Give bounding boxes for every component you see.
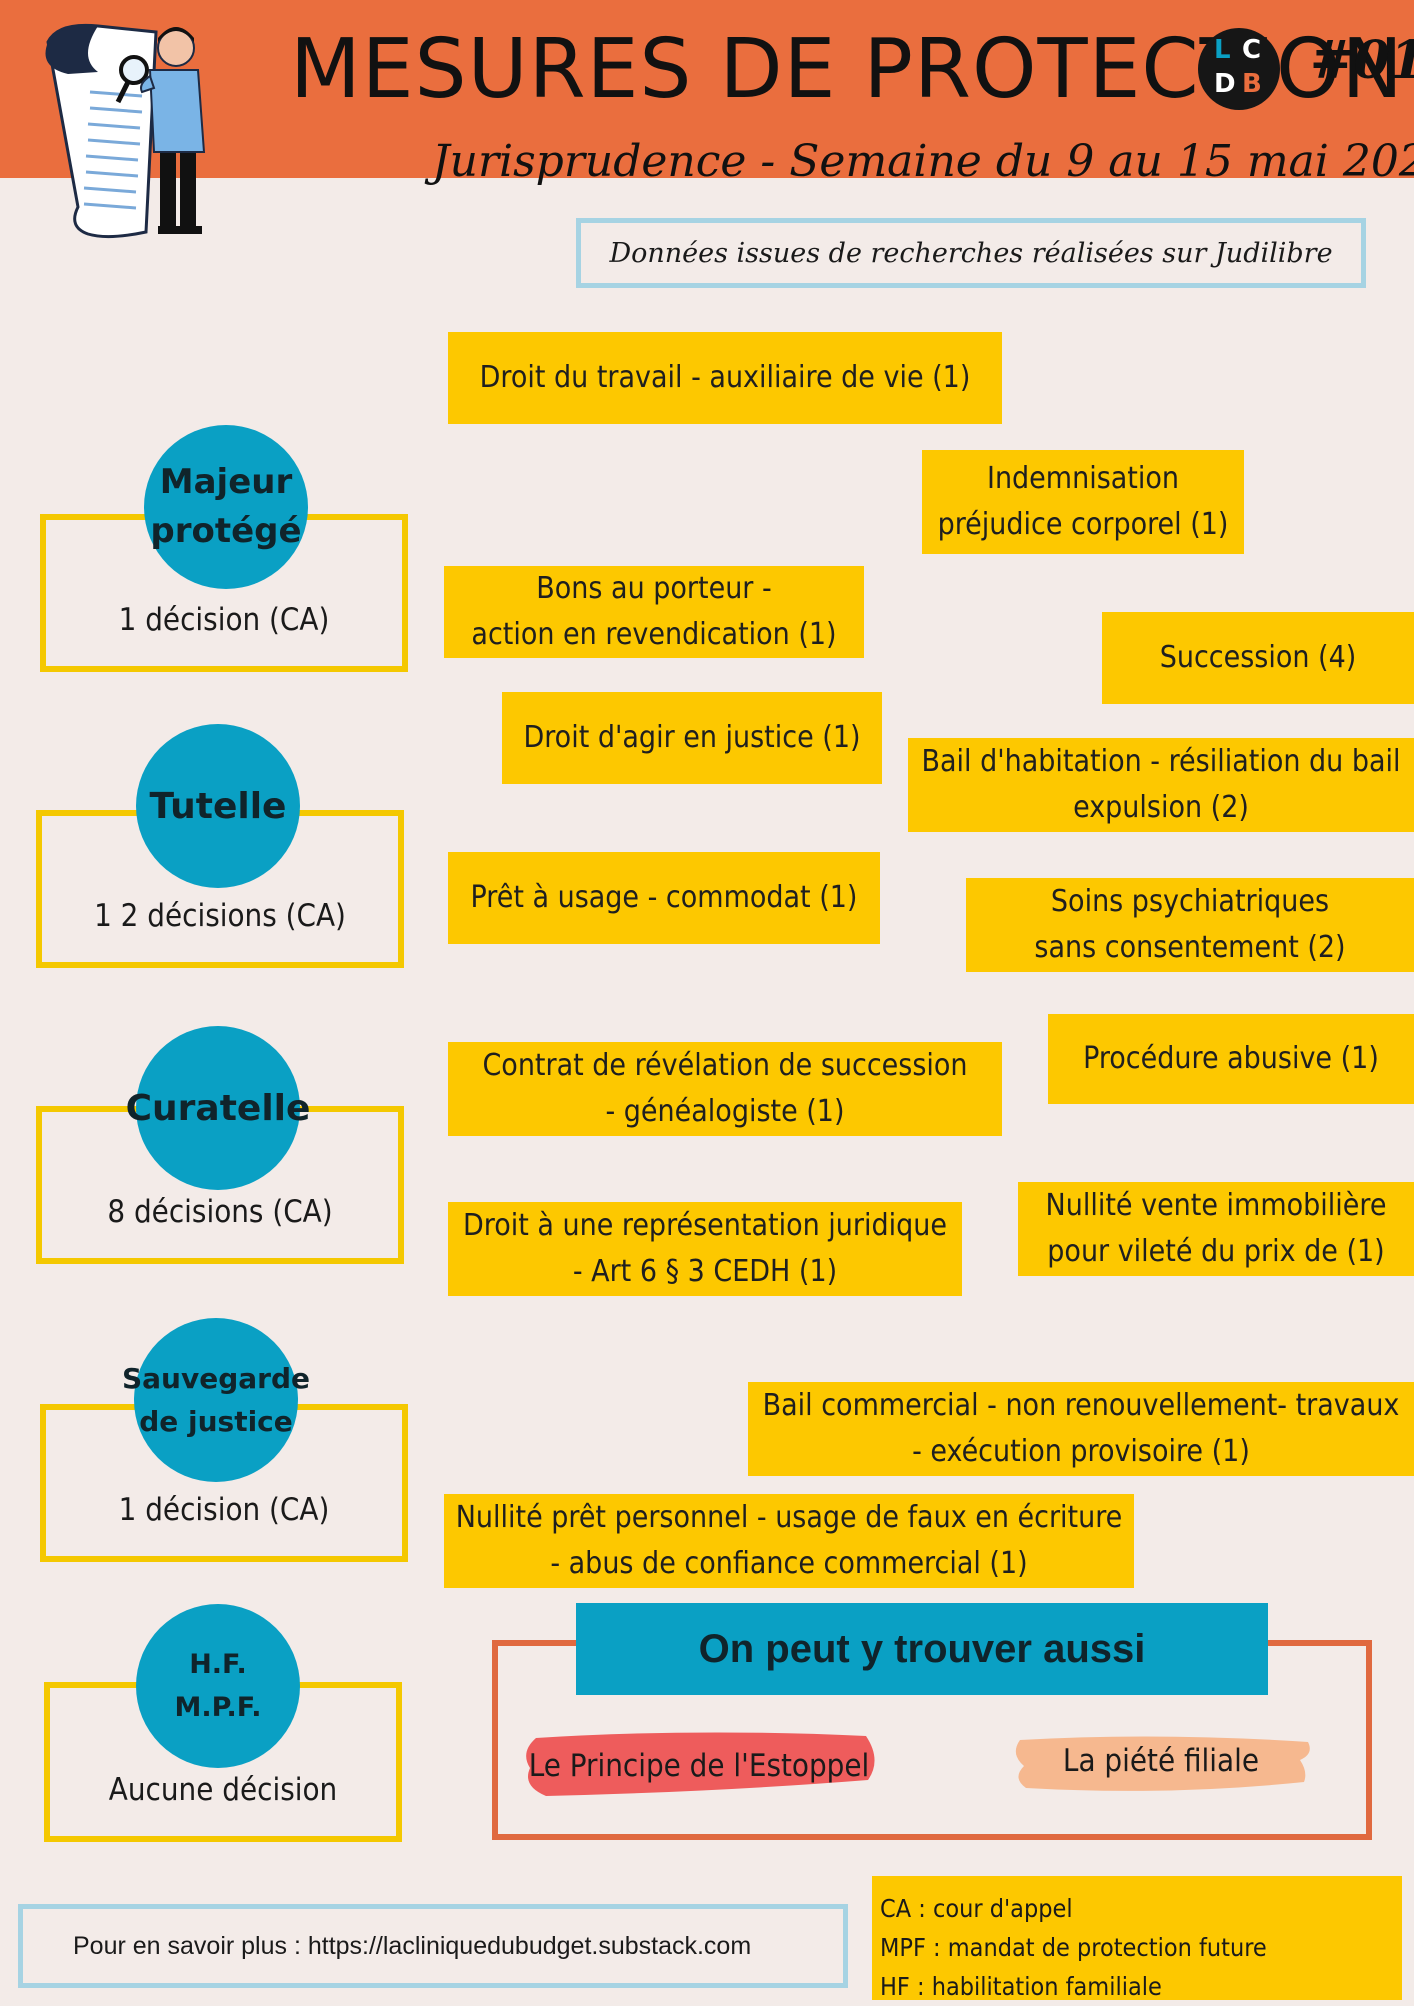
topic-line: action en revendication (1) bbox=[444, 612, 864, 659]
topic-line: Bons au porteur - bbox=[444, 566, 864, 613]
measure-count: 1 décision (CA) bbox=[119, 602, 330, 638]
topic-line: pour vileté du prix de (1) bbox=[1018, 1229, 1414, 1276]
legend-box: CA : cour d'appel MPF : mandat de protec… bbox=[872, 1876, 1402, 2000]
legend-item: MPF : mandat de protection future bbox=[880, 1929, 1392, 1968]
topic-tag: Bail d'habitation - résiliation du bail … bbox=[908, 738, 1414, 832]
topic-tag: Nullité vente immobilière pour vileté du… bbox=[1018, 1182, 1414, 1276]
topic-line: Succession (4) bbox=[1102, 635, 1414, 682]
topic-tag: Soins psychiatriques sans consentement (… bbox=[966, 878, 1414, 972]
measure-count: 1 2 décisions (CA) bbox=[94, 898, 346, 934]
legend-item: CA : cour d'appel bbox=[880, 1890, 1392, 1929]
issue-number: #01 bbox=[1310, 30, 1414, 91]
also-title: On peut y trouver aussi bbox=[576, 1603, 1268, 1695]
topic-line: Droit à une représentation juridique bbox=[448, 1203, 962, 1250]
topic-line: expulsion (2) bbox=[908, 785, 1414, 832]
logo-letter-c: C bbox=[1242, 35, 1261, 65]
topic-line: Nullité prêt personnel - usage de faux e… bbox=[444, 1495, 1134, 1542]
measure-label: M.P.F. bbox=[175, 1686, 262, 1729]
logo-letter-l: L bbox=[1214, 35, 1231, 65]
topic-tag: Bail commercial - non renouvellement- tr… bbox=[748, 1382, 1414, 1476]
topic-tag: Droit du travail - auxiliaire de vie (1) bbox=[448, 332, 1002, 424]
topic-tag: Prêt à usage - commodat (1) bbox=[448, 852, 880, 944]
measure-circle-hf-mpf: H.F.M.P.F. bbox=[136, 1604, 300, 1768]
measure-count: 8 décisions (CA) bbox=[107, 1194, 332, 1230]
topic-line: Contrat de révélation de succession bbox=[448, 1043, 1002, 1090]
measure-label: protégé bbox=[150, 507, 301, 556]
topic-tag: Bons au porteur - action en revendicatio… bbox=[444, 566, 864, 658]
measure-label: Curatelle bbox=[126, 1088, 311, 1129]
source-note: Données issues de recherches réalisées s… bbox=[576, 218, 1366, 288]
topic-line: - abus de confiance commercial (1) bbox=[444, 1541, 1134, 1588]
topic-tag: Procédure abusive (1) bbox=[1048, 1014, 1414, 1104]
measure-count: 1 décision (CA) bbox=[119, 1492, 330, 1528]
legend-item: HF : habilitation familiale bbox=[880, 1968, 1392, 2006]
measure-label: Sauvegarde bbox=[122, 1357, 310, 1400]
topic-line: Indemnisation bbox=[922, 456, 1244, 503]
subtitle: Jurisprudence - Semaine du 9 au 15 mai 2… bbox=[432, 136, 1414, 187]
topic-line: - Art 6 § 3 CEDH (1) bbox=[448, 1249, 962, 1296]
topic-tag: Droit à une représentation juridique - A… bbox=[448, 1202, 962, 1296]
measure-circle-curatelle: Curatelle bbox=[136, 1026, 300, 1190]
topic-tag: Contrat de révélation de succession - gé… bbox=[448, 1042, 1002, 1136]
topic-line: Nullité vente immobilière bbox=[1018, 1183, 1414, 1230]
logo-letter-d: D bbox=[1214, 69, 1236, 99]
topic-line: - généalogiste (1) bbox=[448, 1089, 1002, 1136]
topic-tag: Droit d'agir en justice (1) bbox=[502, 692, 882, 784]
lawyer-illustration bbox=[38, 12, 238, 247]
more-info-link[interactable]: Pour en savoir plus : https://laclinique… bbox=[73, 1932, 751, 1961]
also-item-piete-filiale: La piété filiale bbox=[1008, 1730, 1314, 1792]
measure-label: Tutelle bbox=[150, 786, 287, 827]
topic-tag: Nullité prêt personnel - usage de faux e… bbox=[444, 1494, 1134, 1588]
topic-line: Soins psychiatriques bbox=[966, 879, 1414, 926]
logo-letter-b: B bbox=[1242, 69, 1262, 99]
topic-tag: Indemnisation préjudice corporel (1) bbox=[922, 450, 1244, 554]
also-item-estoppel: Le Principe de l'Estoppel bbox=[516, 1730, 882, 1802]
measure-circle-tutelle: Tutelle bbox=[136, 724, 300, 888]
topic-line: Procédure abusive (1) bbox=[1048, 1036, 1414, 1083]
measure-label: Majeur bbox=[150, 458, 301, 507]
topic-line: Prêt à usage - commodat (1) bbox=[448, 875, 880, 922]
topic-line: Droit d'agir en justice (1) bbox=[502, 715, 882, 762]
topic-line: sans consentement (2) bbox=[966, 925, 1414, 972]
more-info-box: Pour en savoir plus : https://laclinique… bbox=[18, 1904, 848, 1988]
topic-line: Droit du travail - auxiliaire de vie (1) bbox=[448, 355, 1002, 402]
measure-label: de justice bbox=[122, 1400, 310, 1443]
topic-line: - exécution provisoire (1) bbox=[748, 1429, 1414, 1476]
topic-line: Bail commercial - non renouvellement- tr… bbox=[748, 1383, 1414, 1430]
lcdb-logo: L C D B bbox=[1198, 28, 1280, 110]
topic-line: Bail d'habitation - résiliation du bail bbox=[908, 739, 1414, 786]
topic-tag: Succession (4) bbox=[1102, 612, 1414, 704]
measure-count: Aucune décision bbox=[109, 1772, 337, 1808]
measure-label: H.F. bbox=[175, 1643, 262, 1686]
topic-line: préjudice corporel (1) bbox=[922, 502, 1244, 549]
